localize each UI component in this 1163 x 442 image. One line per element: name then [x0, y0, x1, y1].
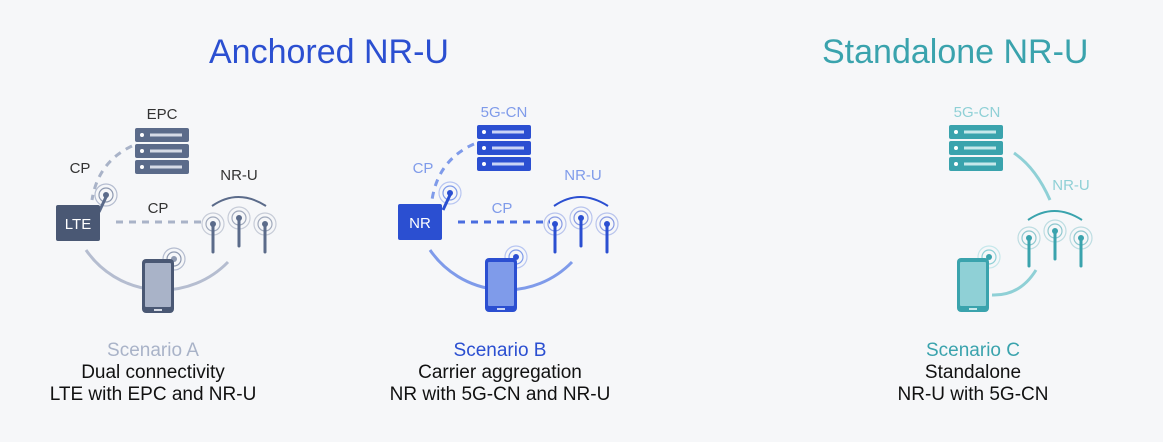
core-label: 5G-CN — [954, 104, 1001, 121]
scenario-b-title: Scenario B — [453, 340, 547, 361]
nru-label: NR-U — [1052, 177, 1090, 194]
antenna-icon — [568, 205, 594, 248]
nru-label: NR-U — [220, 167, 258, 184]
nru-label: NR-U — [564, 167, 602, 184]
scenario-b-line1: Carrier aggregation — [418, 362, 582, 383]
cp-dashed-link — [90, 144, 133, 201]
scenario-b-caption: Scenario B Carrier aggregation NR with 5… — [370, 340, 630, 406]
scenario-a-caption: Scenario A Dual connectivity LTE with EP… — [23, 340, 283, 406]
scenario-a-line1: Dual connectivity — [81, 362, 225, 383]
antenna-icon — [542, 211, 568, 254]
cp-dashed-link — [430, 142, 475, 201]
core-label: EPC — [147, 106, 178, 123]
server-icon — [135, 128, 189, 174]
base-station-icon — [56, 183, 118, 241]
scenario-a-title: Scenario A — [107, 340, 199, 361]
antenna-icon — [226, 205, 252, 248]
base-station-icon — [398, 181, 462, 240]
scenario-c-title: Scenario C — [926, 340, 1020, 361]
smartphone-icon — [957, 245, 1001, 312]
scenario-a-line2: LTE with EPC and NR-U — [49, 384, 257, 405]
antenna-icon — [594, 211, 620, 254]
server-icon — [477, 125, 531, 171]
cp-label-link: CP — [148, 200, 169, 217]
smartphone-icon — [142, 247, 186, 313]
bs-label: LTE — [65, 216, 91, 233]
scenario-c-line2: NR-U with 5G-CN — [897, 384, 1049, 405]
connection-arc — [991, 269, 1038, 297]
antenna-icon — [1016, 225, 1042, 268]
antenna-icon — [1068, 225, 1094, 268]
scenario-c-diagram: 5G-CN NR-U — [949, 104, 1094, 312]
smartphone-icon — [485, 245, 528, 312]
scenario-a-diagram: EPC CP LTE CP NR-U — [56, 106, 278, 313]
scenario-c-caption: Scenario C Standalone NR-U with 5G-CN — [843, 340, 1103, 406]
cp-label-upper: CP — [413, 160, 434, 177]
antenna-icon — [1042, 218, 1068, 261]
antenna-icon — [252, 211, 278, 254]
scenario-b-line2: NR with 5G-CN and NR-U — [389, 384, 611, 405]
anchored-nr-u-heading: Anchored NR-U — [209, 33, 449, 71]
bs-label: NR — [409, 215, 431, 232]
cp-label-upper: CP — [70, 160, 91, 177]
scenario-b-diagram: 5G-CN CP NR CP NR-U — [398, 104, 620, 312]
scenario-c-line1: Standalone — [924, 362, 1022, 383]
cp-label-link: CP — [492, 200, 513, 217]
core-label: 5G-CN — [481, 104, 528, 121]
connection-line — [1013, 151, 1052, 201]
antenna-icon — [200, 211, 226, 254]
server-icon — [949, 125, 1003, 171]
standalone-nr-u-heading: Standalone NR-U — [822, 33, 1089, 71]
